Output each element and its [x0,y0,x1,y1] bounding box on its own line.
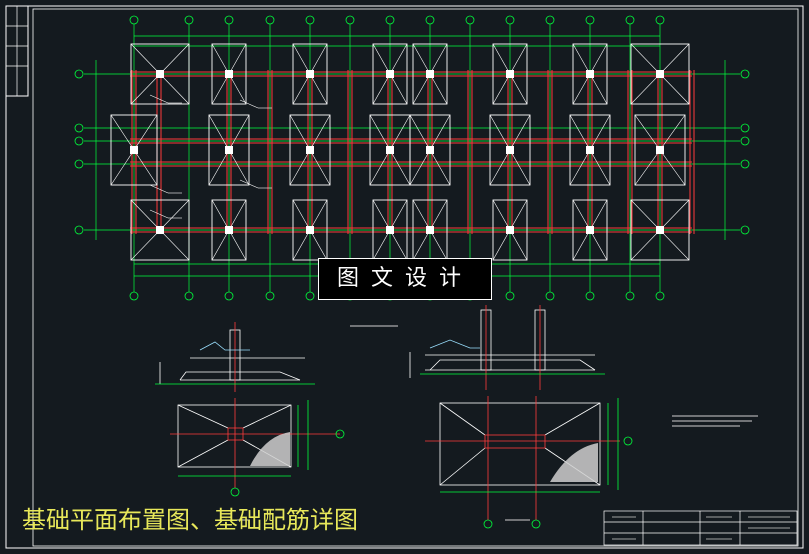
axis-bubble [184,15,194,25]
column [506,226,514,234]
footing [569,114,611,186]
column [225,146,233,154]
column [130,146,138,154]
axis-bubble [345,15,355,25]
sheet-border [5,5,804,549]
column [656,70,664,78]
axis-bubble [305,291,315,301]
section-marks [225,325,530,521]
axis-bubble [585,291,595,301]
column [156,70,164,78]
axis-bubble [425,15,435,25]
footing [409,114,451,186]
footing [492,43,528,105]
column [426,70,434,78]
axis-bubble [655,15,665,25]
footing [289,114,331,186]
column [386,70,394,78]
axis-bubble [545,291,555,301]
axis-bubble [224,291,234,301]
column [386,226,394,234]
axis-bubble [74,123,84,133]
axis-bubble [740,69,750,79]
footing [211,43,247,105]
drawing-frame [32,8,799,547]
axis-bubble [740,225,750,235]
footing [572,43,608,105]
column [426,146,434,154]
axis-bubble [655,291,665,301]
column [656,146,664,154]
footing [130,199,190,261]
column [506,70,514,78]
axis-bubble [625,291,635,301]
footing [492,199,528,261]
axis-bubble [505,291,515,301]
column [156,226,164,234]
leader-line [239,99,259,109]
footing [292,199,328,261]
axis-bubble [265,291,275,301]
column [225,226,233,234]
axis-bubble [184,291,194,301]
footing [630,43,690,105]
leader-line [149,209,169,219]
axis-bubble [740,123,750,133]
axis-bubble [305,15,315,25]
footing [572,199,608,261]
axis-bubble [224,15,234,25]
title-block [603,510,798,546]
axis-bubble [545,15,555,25]
column [386,146,394,154]
column [586,70,594,78]
column [426,226,434,234]
footing [208,114,250,186]
column [225,70,233,78]
axis-bubble [74,69,84,79]
watermark-text: 图文设计 [336,266,473,291]
drawing-caption: 基础平面布置图、基础配筋详图 [22,506,358,534]
column [586,146,594,154]
general-notes [672,415,758,427]
footing [634,114,686,186]
axis-bubble [740,159,750,169]
footing [489,114,531,186]
leader-line [239,179,259,189]
axis-bubble [465,15,475,25]
axis-bubble [385,15,395,25]
footing [412,43,448,105]
column [656,226,664,234]
footing [292,43,328,105]
footing [372,43,408,105]
leader-line [149,184,169,194]
column [586,226,594,234]
axis-bubble [625,15,635,25]
footing-detail-2 [409,305,633,529]
footing-detail-1 [155,322,345,497]
watermark-box: 图文设计 [318,258,492,300]
axis-bubble [265,15,275,25]
axis-bubble [505,15,515,25]
column [306,70,314,78]
footing [630,199,690,261]
axis-bubble [74,136,84,146]
column [306,146,314,154]
footing [130,43,190,105]
leader-line [149,94,169,104]
axis-bubble [129,15,139,25]
axis-bubble [74,225,84,235]
column [306,226,314,234]
axis-bubble [74,159,84,169]
column [506,146,514,154]
footing [211,199,247,261]
axis-bubble [585,15,595,25]
axis-bubble [129,291,139,301]
axis-bubble [740,136,750,146]
footing [110,114,158,186]
